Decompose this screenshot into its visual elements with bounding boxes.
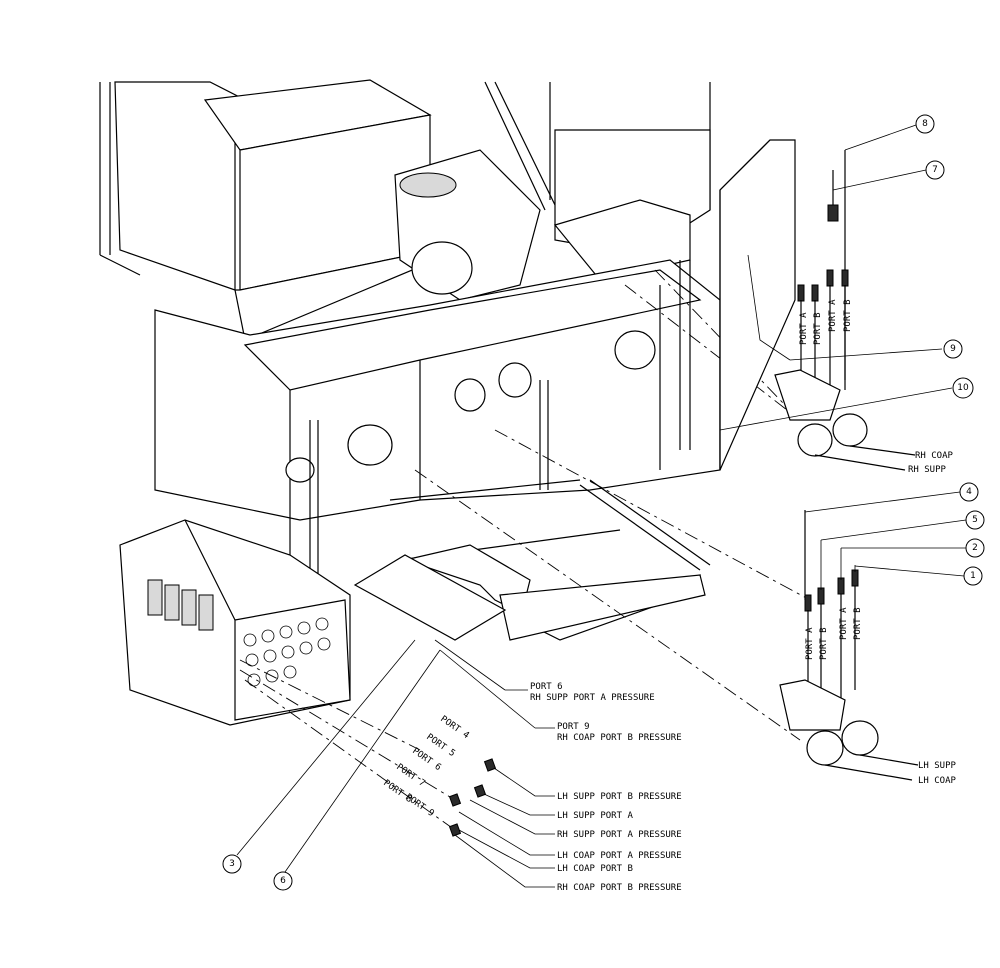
port6-note-desc: RH SUPP PORT A PRESSURE bbox=[530, 693, 655, 703]
svg-text:3: 3 bbox=[229, 859, 235, 869]
port9-note-title: PORT 9 bbox=[557, 722, 590, 732]
fitting-port-7: PORT 7 bbox=[394, 762, 426, 789]
rh-valve-group: PORT A PORT B PORT A PORT B RH COAP RH S… bbox=[719, 139, 954, 475]
svg-text:9: 9 bbox=[950, 344, 956, 354]
hose-label-4: LH COAP PORT A PRESSURE bbox=[557, 851, 682, 861]
port6-note-title: PORT 6 bbox=[530, 682, 563, 692]
svg-text:2: 2 bbox=[972, 543, 978, 553]
lh-port-b-2: PORT B bbox=[853, 607, 863, 640]
rh-supp-label: RH SUPP bbox=[908, 465, 947, 475]
svg-text:10: 10 bbox=[957, 383, 969, 393]
svg-text:8: 8 bbox=[922, 119, 928, 129]
lh-port-b-1: PORT B bbox=[819, 627, 829, 660]
rh-coap-label: RH COAP bbox=[915, 451, 954, 461]
svg-text:4: 4 bbox=[966, 487, 972, 497]
fitting-port-4: PORT 4 bbox=[438, 714, 470, 741]
callout-10: 10 bbox=[952, 377, 974, 399]
hose-label-1: LH SUPP PORT B PRESSURE bbox=[557, 792, 682, 802]
hose-label-6: RH COAP PORT B PRESSURE bbox=[557, 883, 682, 893]
svg-text:5: 5 bbox=[972, 515, 978, 525]
rh-port-a-2: PORT A bbox=[828, 299, 838, 332]
manifold-notes: PORT 6 RH SUPP PORT A PRESSURE PORT 9 RH… bbox=[434, 639, 682, 743]
rh-port-b-2: PORT B bbox=[843, 299, 853, 332]
svg-text:6: 6 bbox=[280, 876, 286, 886]
callout-5: 5 bbox=[965, 510, 985, 530]
lh-valve-group: PORT A PORT B PORT A PORT B LH SUPP LH C… bbox=[779, 510, 957, 786]
lh-port-a-1: PORT A bbox=[805, 627, 815, 660]
lh-supp-label: LH SUPP bbox=[918, 761, 957, 771]
callout-7: 7 bbox=[925, 160, 945, 180]
rh-port-b-1: PORT B bbox=[813, 312, 823, 345]
callout-6: 6 bbox=[273, 871, 293, 891]
hose-routes bbox=[239, 269, 811, 831]
fitting-port-6: PORT 6 bbox=[410, 746, 442, 773]
hose-label-2: LH SUPP PORT A bbox=[557, 811, 633, 821]
callout-1: 1 bbox=[963, 566, 983, 586]
lh-coap-label: LH COAP bbox=[918, 776, 957, 786]
fitting-port-9: PORT 9 bbox=[403, 792, 435, 819]
hose-label-3: RH SUPP PORT A PRESSURE bbox=[557, 830, 682, 840]
port9-note-desc: RH COAP PORT B PRESSURE bbox=[557, 733, 682, 743]
hose-label-5: LH COAP PORT B bbox=[557, 864, 633, 874]
callout-8: 8 bbox=[915, 114, 935, 134]
callout-2: 2 bbox=[965, 538, 985, 558]
hose-labels: LH SUPP PORT B PRESSURE LH SUPP PORT A R… bbox=[454, 767, 682, 893]
svg-text:7: 7 bbox=[932, 165, 938, 175]
lh-port-a-2: PORT A bbox=[839, 607, 849, 640]
callout-bubbles: 8 7 9 10 4 5 2 1 bbox=[222, 114, 985, 891]
svg-text:1: 1 bbox=[970, 571, 976, 581]
callout-3: 3 bbox=[222, 854, 242, 874]
callout-9: 9 bbox=[943, 339, 963, 359]
callout-4: 4 bbox=[959, 482, 979, 502]
rh-port-a-1: PORT A bbox=[799, 312, 809, 345]
callout-leaders bbox=[236, 124, 967, 873]
machine-drawing bbox=[99, 79, 721, 726]
